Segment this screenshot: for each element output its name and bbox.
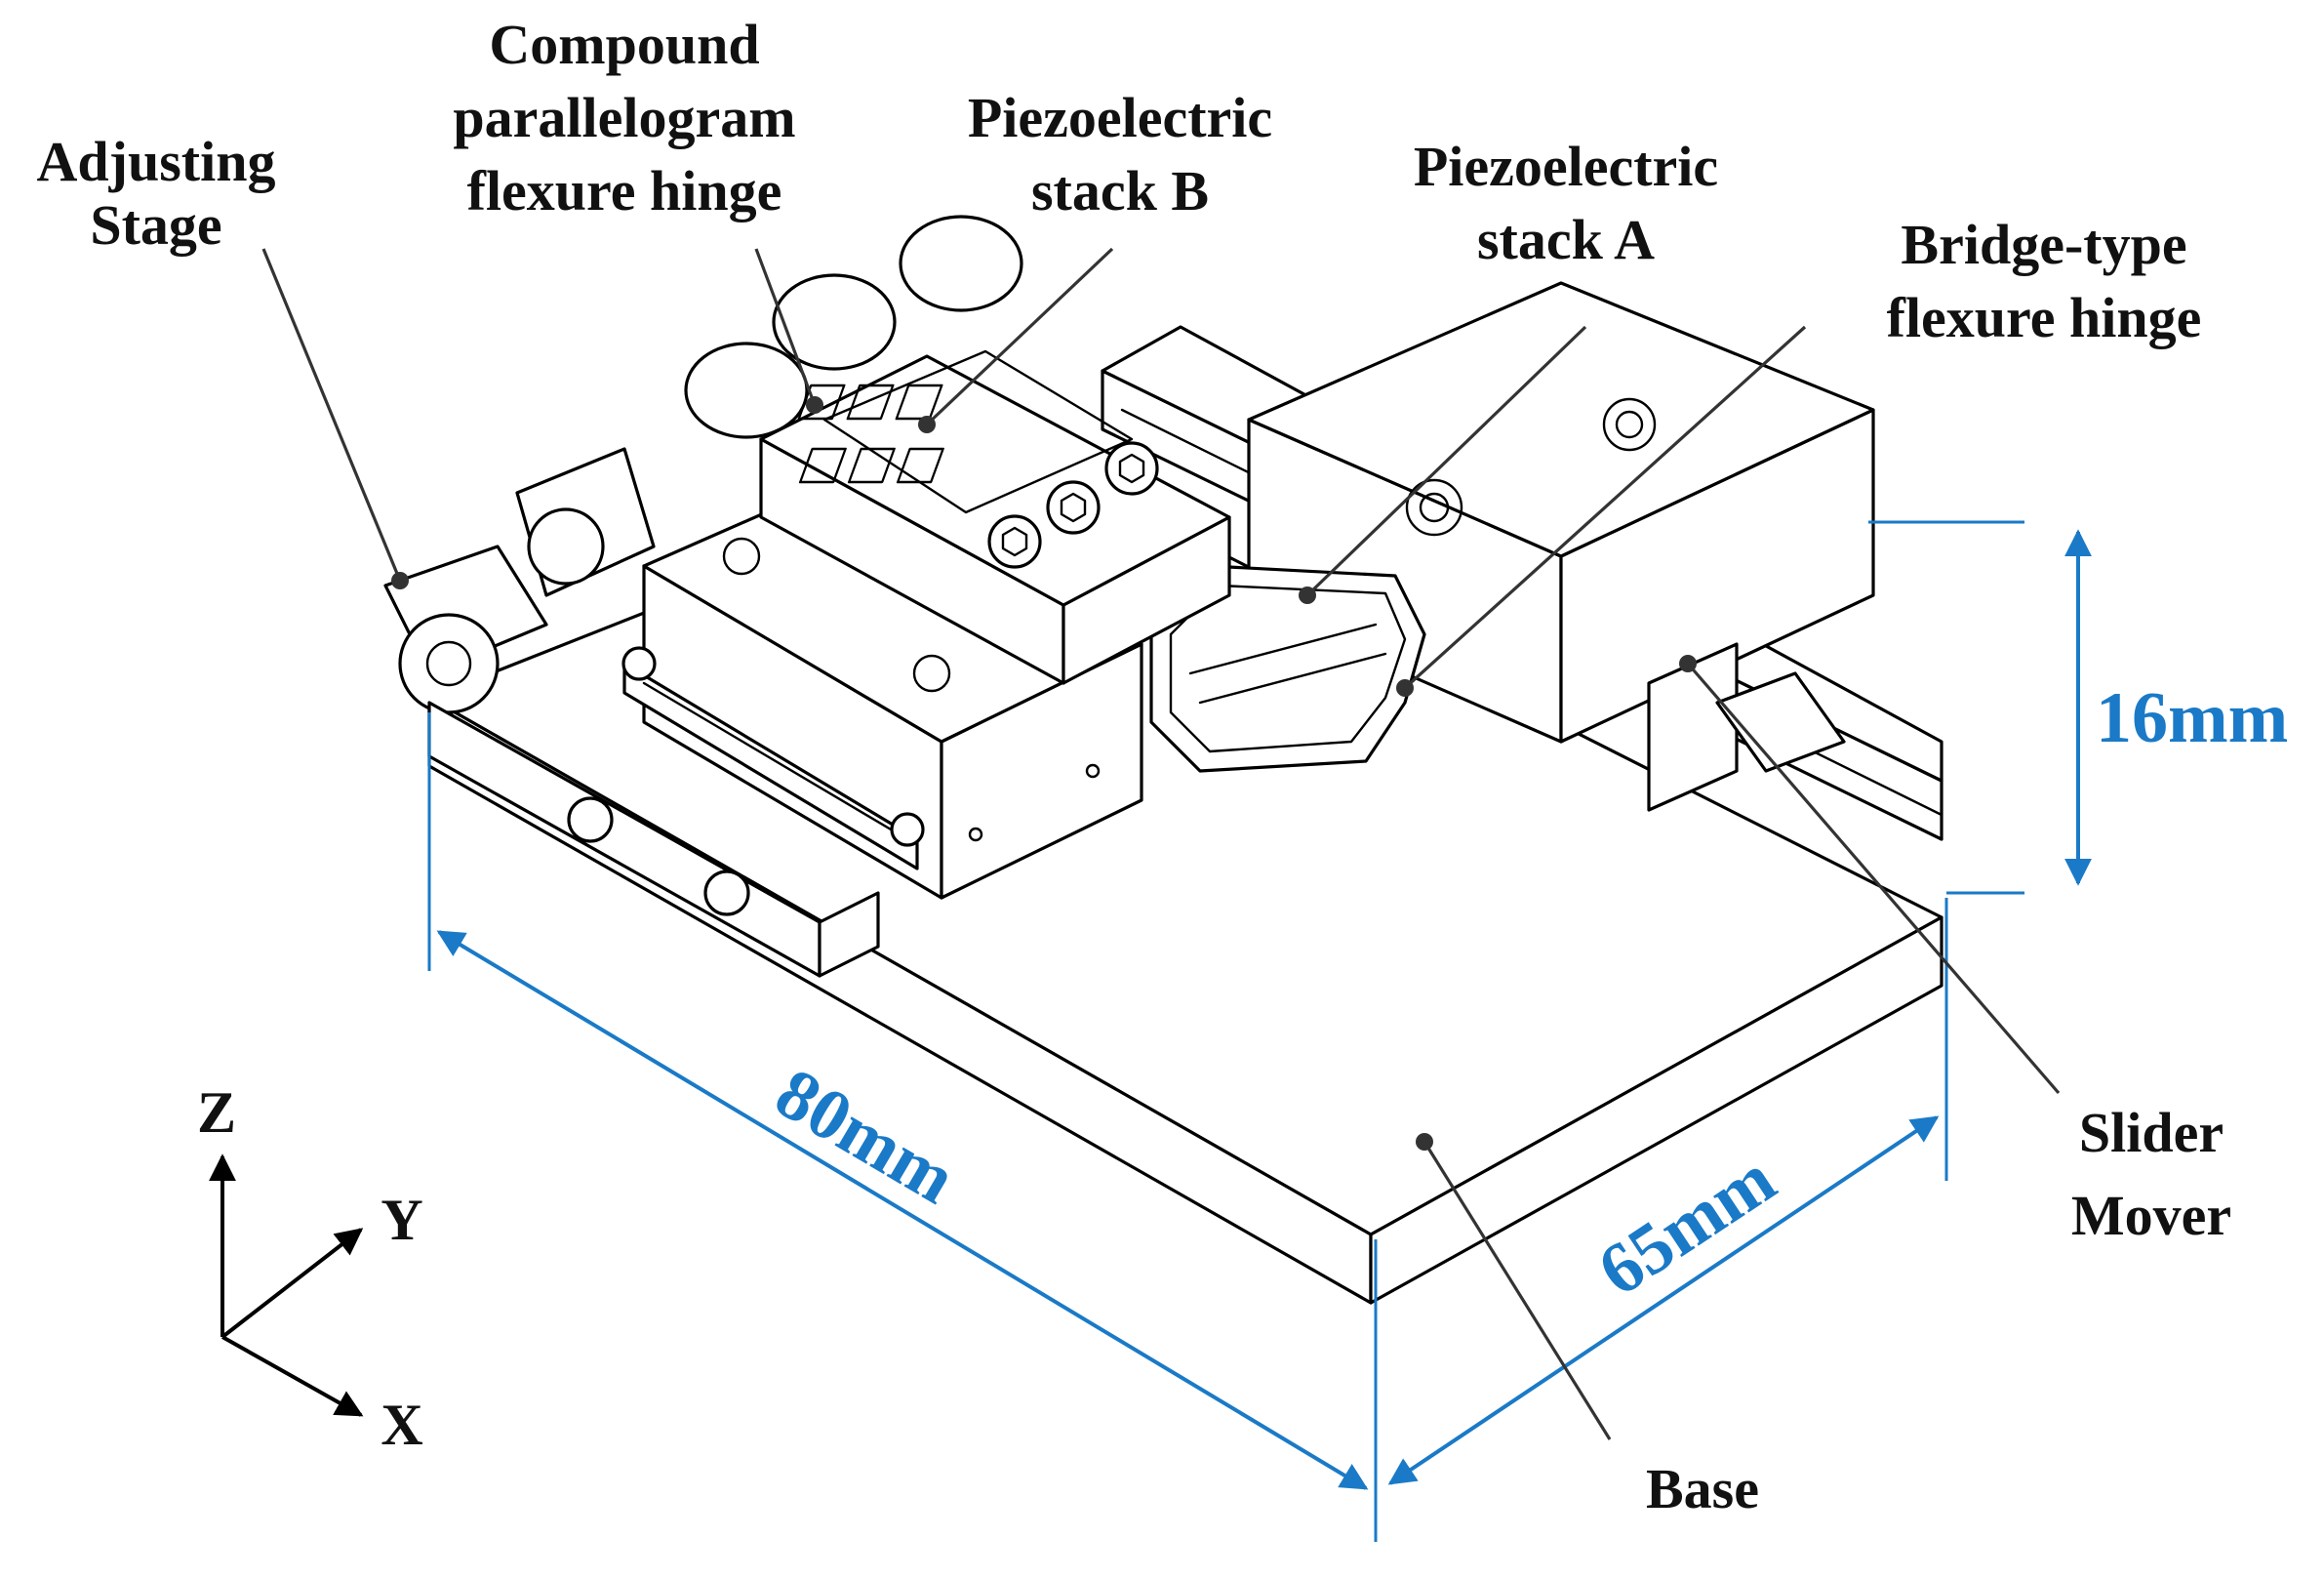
axis-y-label: Y xyxy=(381,1188,422,1252)
svg-text:Slider: Slider xyxy=(2079,1101,2224,1164)
hex-screw-heads xyxy=(987,441,1159,569)
label-slider-mover: Slider Mover xyxy=(2071,1101,2231,1247)
slider-mover-block xyxy=(1247,281,1875,812)
preload-cylinders xyxy=(684,215,1023,439)
compound-flexure-plate xyxy=(748,349,1159,569)
svg-text:Bridge-type: Bridge-type xyxy=(1901,213,2186,276)
dim-width-arrow xyxy=(1387,1115,1940,1485)
label-adjusting-stage: Adjusting Stage xyxy=(37,130,276,257)
axis-x-label: X xyxy=(381,1393,422,1457)
label-base: Base xyxy=(1646,1457,1759,1520)
dim-length-text: 80mm xyxy=(762,1053,969,1220)
svg-text:Piezoelectric: Piezoelectric xyxy=(968,86,1272,149)
svg-text:stack B: stack B xyxy=(1031,159,1209,223)
coordinate-axes: Z Y X xyxy=(197,1080,423,1457)
svg-text:Base: Base xyxy=(1646,1457,1759,1520)
dimension-lines xyxy=(427,520,2092,1542)
label-bridge-hinge: Bridge-type flexure hinge xyxy=(1887,213,2202,349)
svg-text:Stage: Stage xyxy=(90,193,221,257)
svg-text:flexure hinge: flexure hinge xyxy=(1887,286,2202,349)
linear-guide xyxy=(621,646,925,870)
axis-z-label: Z xyxy=(197,1080,236,1145)
svg-text:flexure hinge: flexure hinge xyxy=(467,159,782,223)
dim-height-text: 16mm xyxy=(2096,678,2288,758)
svg-text:Compound: Compound xyxy=(489,13,759,76)
leader-lines xyxy=(261,247,2061,1440)
svg-text:parallelogram: parallelogram xyxy=(453,86,795,149)
adjusting-stage xyxy=(383,447,880,978)
label-compound-hinge: Compound parallelogram flexure hinge xyxy=(453,13,795,223)
dim-length-arrow xyxy=(436,930,1369,1490)
svg-text:Adjusting: Adjusting xyxy=(37,130,276,193)
svg-text:stack A: stack A xyxy=(1477,208,1655,271)
svg-text:Piezoelectric: Piezoelectric xyxy=(1414,135,1718,198)
svg-text:Mover: Mover xyxy=(2071,1184,2231,1247)
label-stack-a: Piezoelectric stack A xyxy=(1414,135,1718,271)
bridge-flexure-frame xyxy=(1149,564,1426,773)
label-stack-b: Piezoelectric stack B xyxy=(968,86,1272,223)
